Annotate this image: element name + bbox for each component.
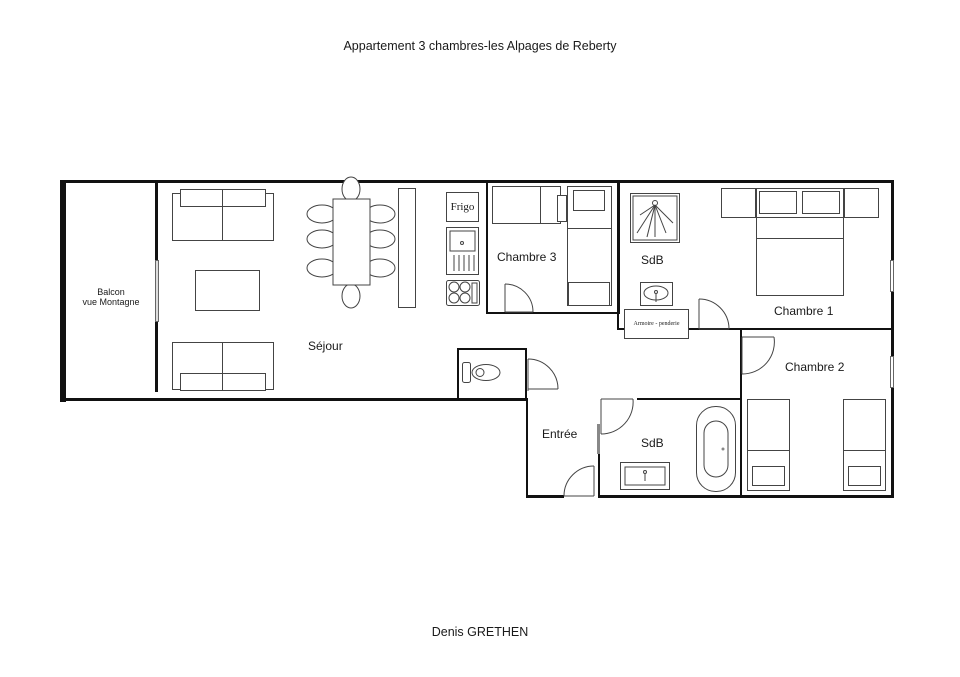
balcony-window [155, 260, 159, 322]
chambre3-desk [492, 186, 561, 224]
wall-bottom-right [598, 495, 894, 498]
wall-corridor-top [619, 328, 894, 330]
wall-right-upper [891, 180, 894, 330]
shower-icon [630, 193, 680, 243]
wall-balcony-lower [155, 322, 158, 392]
wall-sdb-lower-top [637, 398, 742, 400]
pillow-left [759, 191, 797, 214]
room-label-balcon: Balcon vue Montagne [82, 287, 140, 307]
sofa-top-back [180, 189, 266, 207]
room-label-sdb-upper: SdB [641, 253, 664, 267]
chambre2-window [890, 356, 894, 388]
wall-left [60, 180, 66, 402]
kitchen-counter [398, 188, 416, 308]
wall-chambre2-left [740, 330, 742, 498]
dining-set [306, 176, 396, 309]
sliding-panel [597, 424, 600, 454]
sdb-lower-sink-icon [620, 462, 670, 490]
entrance-door[interactable] [563, 465, 597, 497]
cooktop-icon [446, 280, 480, 306]
wc-door[interactable] [527, 358, 559, 392]
single-bed-left-line [747, 450, 790, 451]
wall-right-lower [891, 330, 894, 498]
chambre2-door[interactable] [741, 336, 775, 376]
chambre3-desk-divider [540, 186, 541, 224]
chambre3-chair [557, 195, 567, 222]
room-label-chambre3: Chambre 3 [497, 250, 557, 264]
wall-sdb-right [617, 180, 619, 330]
nightstand-right [844, 188, 879, 218]
room-label-sdb-lower: SdB [641, 436, 664, 450]
kitchen-sink-icon [446, 227, 479, 275]
chambre3-bed-line [567, 228, 612, 229]
room-label-chambre1: Chambre 1 [774, 304, 834, 318]
chambre1-window [890, 260, 894, 292]
bathtub-icon [696, 406, 736, 492]
wall-bottom-left [60, 398, 528, 401]
wall-sdb-lower-left [598, 450, 600, 498]
wall-entree-left [526, 398, 528, 498]
sdb-upper-door[interactable] [698, 298, 732, 330]
sofa-bottom-divider [222, 342, 223, 390]
room-label-entree: Entrée [542, 427, 578, 441]
single-bed-right-pillow [848, 466, 881, 486]
plan-title: Appartement 3 chambres-les Alpages de Re… [343, 39, 617, 53]
pillow-right [802, 191, 840, 214]
chambre3-pillow [573, 190, 605, 211]
bed-line-1 [756, 217, 844, 218]
fridge: Frigo [446, 192, 479, 222]
wall-top [60, 180, 894, 183]
single-bed-right-line [843, 450, 886, 451]
wall-balcony [155, 180, 158, 260]
nightstand-left [721, 188, 756, 218]
sdb-lower-door[interactable] [600, 398, 634, 438]
room-label-chambre2: Chambre 2 [785, 360, 845, 374]
wall-bottom-entree [526, 495, 564, 498]
sofa-bottom-back [180, 373, 266, 391]
chambre3-door[interactable] [504, 283, 536, 313]
armoire-penderie: Armoire - penderie [624, 309, 689, 339]
bed-line-2 [756, 238, 844, 239]
sofa-top-divider [222, 189, 223, 241]
sdb-upper-sink-icon [640, 282, 673, 306]
toilet-icon [462, 362, 501, 383]
chambre3-bench [568, 282, 610, 306]
coffee-table [195, 270, 260, 311]
room-label-sejour: Séjour [308, 339, 343, 353]
chambre3-walls [486, 180, 620, 314]
wc-room [457, 348, 527, 400]
author-name: Denis GRETHEN [431, 625, 529, 639]
single-bed-left-pillow [752, 466, 785, 486]
